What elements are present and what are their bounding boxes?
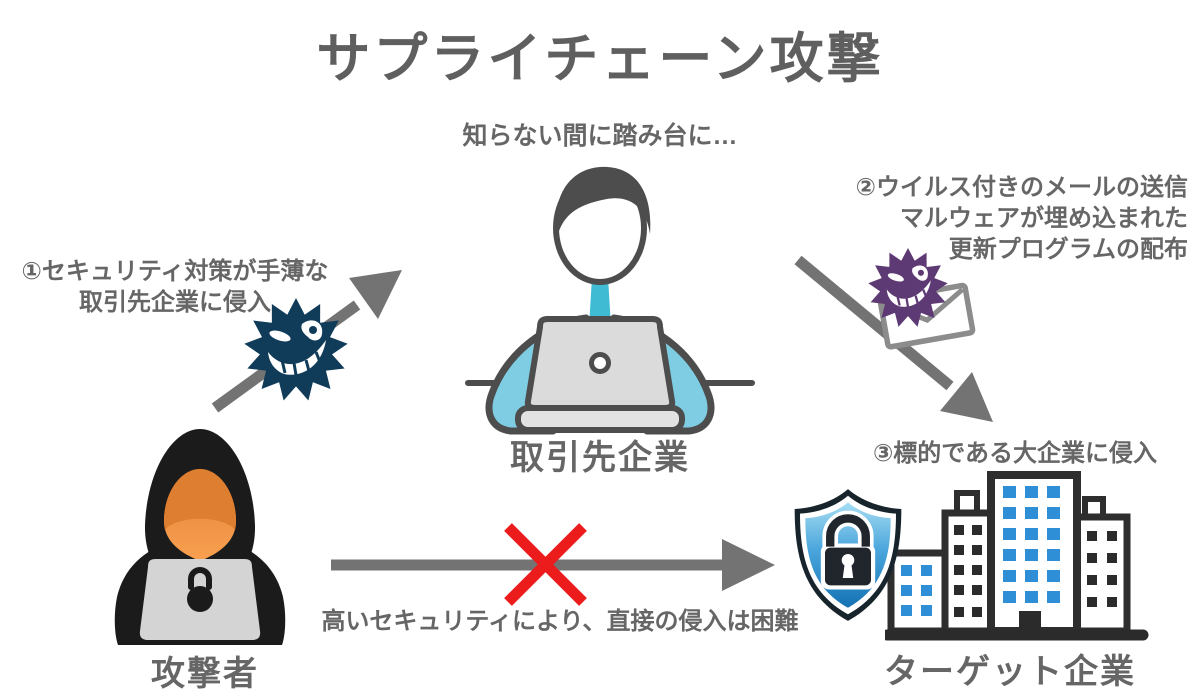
laptop-base (515, 405, 685, 433)
step1-text: ①セキュリティ対策が手薄な 取引先企業に侵入 (10, 256, 340, 318)
building-door (1019, 611, 1041, 629)
arrow-partner-to-target (794, 255, 993, 422)
windows-blue (901, 486, 1060, 616)
virus-icon-navy (244, 298, 348, 401)
padlock-icon (187, 567, 213, 612)
page-title: サプライチェーン攻撃 (316, 29, 884, 89)
attacker-label: 攻撃者 (151, 655, 259, 693)
step2-line2: マルウェアが埋め込まれた (900, 205, 1188, 232)
step2-line3: 更新プログラムの配布 (948, 236, 1188, 263)
padlock-icon (820, 510, 876, 590)
virus-grin-face (268, 320, 326, 376)
step2-text: ②ウイルス付きのメールの送信 マルウェアが埋め込まれた 更新プログラムの配布 (790, 172, 1188, 265)
blocked-cross-icon (504, 523, 587, 606)
target-label: ターゲット企業 (884, 653, 1136, 691)
malware-mail-group (868, 248, 976, 350)
windows-dark (954, 525, 1117, 629)
building-right (1073, 513, 1131, 635)
attacker-icon (114, 429, 286, 645)
virus-icon-purple (868, 248, 948, 327)
partner-person-icon (465, 166, 755, 435)
step2-line1: ②ウイルス付きのメールの送信 (855, 174, 1188, 201)
partner-label: 取引先企業 (510, 439, 690, 477)
shield-lock-icon (794, 489, 902, 621)
partner-caption: 知らない間に踏み台に… (462, 122, 738, 150)
hood-shadow (164, 469, 236, 530)
virus-grin-face (886, 265, 931, 308)
step1-line1: ①セキュリティ対策が手薄な (21, 258, 329, 285)
building-mid-left (941, 509, 995, 635)
office-buildings-icon (885, 471, 1149, 641)
step3-text: ③標的である大企業に侵入 (872, 440, 1158, 467)
tie (589, 277, 611, 327)
step1-line2: 取引先企業に侵入 (79, 289, 271, 316)
blocked-text: 高いセキュリティにより、直接の侵入は困難 (321, 608, 799, 635)
arrow-direct-blocked (331, 523, 775, 606)
person-hair (555, 166, 651, 237)
laptop-logo (589, 352, 611, 374)
